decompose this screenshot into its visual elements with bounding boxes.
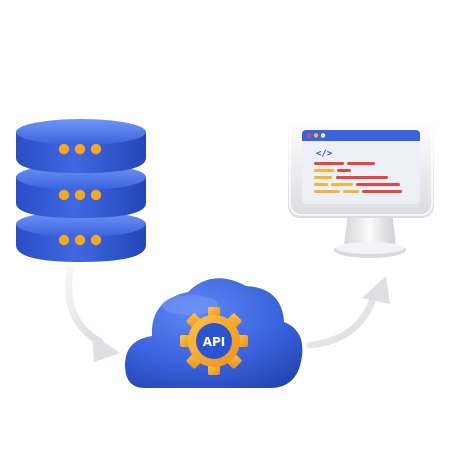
monitor-stand [334,212,406,258]
window-minimize-dot-icon [313,133,319,138]
code-line [314,183,328,186]
status-dot-icon [74,143,86,155]
gear-icon: API [180,307,248,375]
cloud-api-icon: API [125,278,303,388]
database-disk-top [16,119,146,173]
window-close-dot-icon [306,133,312,138]
window-maximize-dot-icon [320,133,326,138]
code-tag-label: </> [316,149,333,159]
status-dot-icon [58,189,70,201]
code-line [314,176,332,179]
code-line [314,162,344,165]
database-disk-bottom [16,211,146,262]
code-line [337,169,351,172]
code-line [356,183,400,186]
database-stack-icon [16,119,146,262]
api-label: API [203,335,226,349]
code-line [314,169,334,172]
code-lines [314,162,402,193]
status-dot-icon [90,189,102,201]
status-dot-icon [90,234,102,246]
code-line [336,176,388,179]
code-line [331,183,353,186]
code-line [347,162,375,165]
code-line [362,190,402,193]
status-dot-icon [74,234,86,246]
status-dot-icon [58,143,70,155]
status-dot-icon [58,234,70,246]
code-line [314,190,340,193]
curved-arrow-up-icon [306,276,390,349]
code-line [343,190,359,193]
status-dot-icon [74,189,86,201]
curved-arrow-down-icon [65,266,120,362]
monitor-screen: </> [302,130,420,204]
monitor-code-icon: </> [288,118,434,258]
status-dot-icon [90,143,102,155]
